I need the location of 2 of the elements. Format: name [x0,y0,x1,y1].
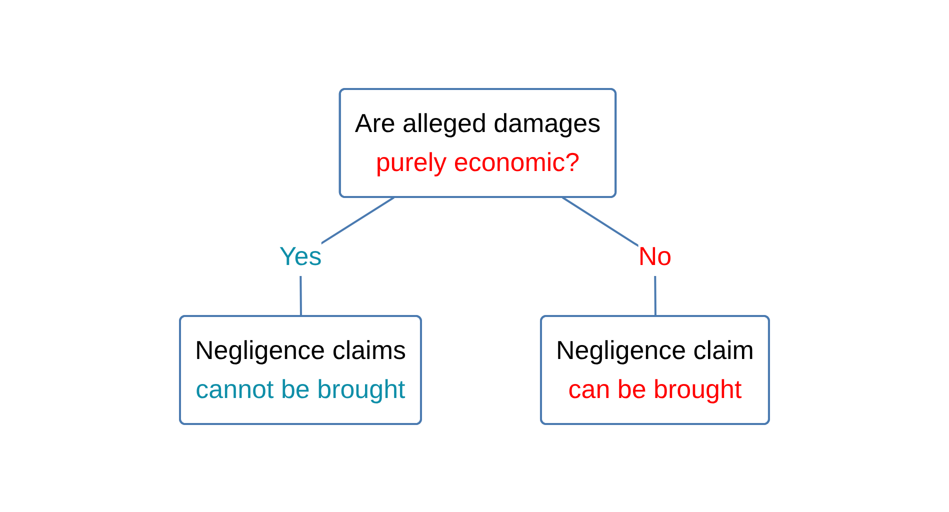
edge-label: Yes [279,240,322,270]
edge-label: No [638,240,672,270]
